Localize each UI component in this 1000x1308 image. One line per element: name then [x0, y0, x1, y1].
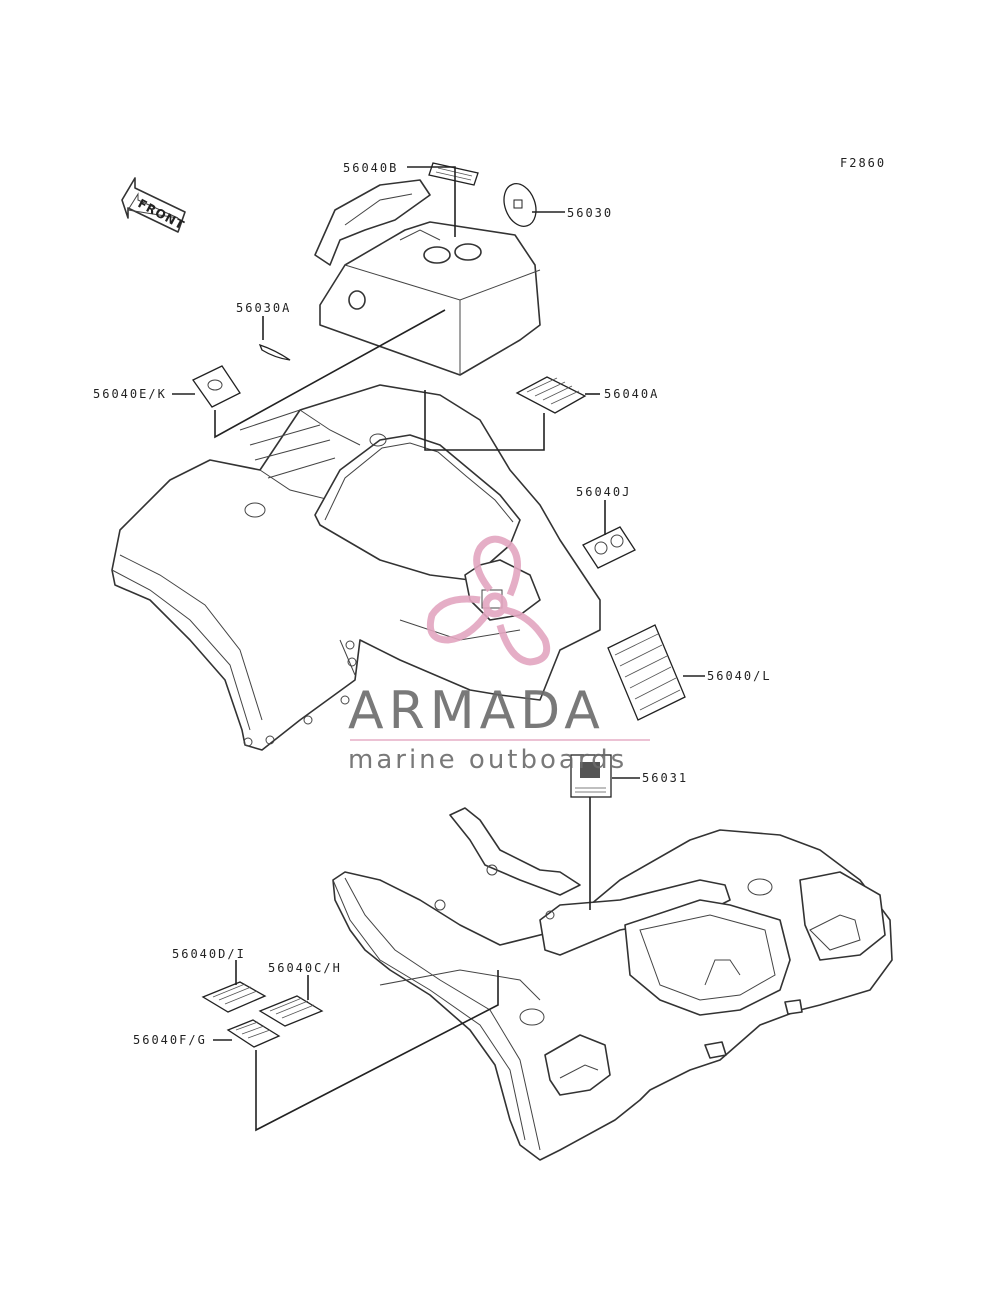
- callout-56030A: 56030A: [236, 301, 291, 315]
- decal-56040D-I: [201, 981, 267, 1013]
- callout-56031: 56031: [642, 771, 688, 785]
- decal-56040B: [428, 162, 479, 186]
- decal-56040E-K: [192, 365, 241, 408]
- front-arrow-icon: FRONT: [121, 177, 187, 233]
- callout-56040C-H: 56040C/H: [268, 961, 342, 975]
- leader-lines: [172, 166, 705, 1132]
- watermark-tagline: marine outboards: [348, 745, 627, 775]
- rear-fender: [332, 807, 893, 1161]
- front-fender: [111, 384, 601, 751]
- figure-code: F2860: [840, 156, 886, 170]
- watermark: ARMADA marine outboards: [348, 535, 650, 775]
- callout-56040B: 56040B: [343, 161, 398, 175]
- decal-56040A: [515, 376, 587, 414]
- callout-56040J: 56040J: [576, 485, 631, 499]
- callout-56040A: 56040A: [604, 387, 659, 401]
- propeller-logo-icon: [426, 535, 551, 666]
- decal-56030A: [258, 343, 291, 361]
- decal-56040J: [582, 526, 636, 569]
- decal-56030: [503, 183, 537, 227]
- callout-56040E-K: 56040E/K: [93, 387, 167, 401]
- callout-56040-L: 56040/L: [707, 669, 772, 683]
- watermark-brand: ARMADA: [348, 681, 605, 741]
- decal-56040C-H: [258, 995, 324, 1027]
- callout-56040D-I: 56040D/I: [172, 947, 246, 961]
- decal-56040-L: [607, 624, 686, 721]
- callout-56030: 56030: [567, 206, 613, 220]
- upper-cover: [314, 179, 541, 376]
- decal-56031: [570, 754, 612, 798]
- callout-56040F-G: 56040F/G: [133, 1033, 207, 1047]
- decal-56040F-G: [226, 1019, 281, 1048]
